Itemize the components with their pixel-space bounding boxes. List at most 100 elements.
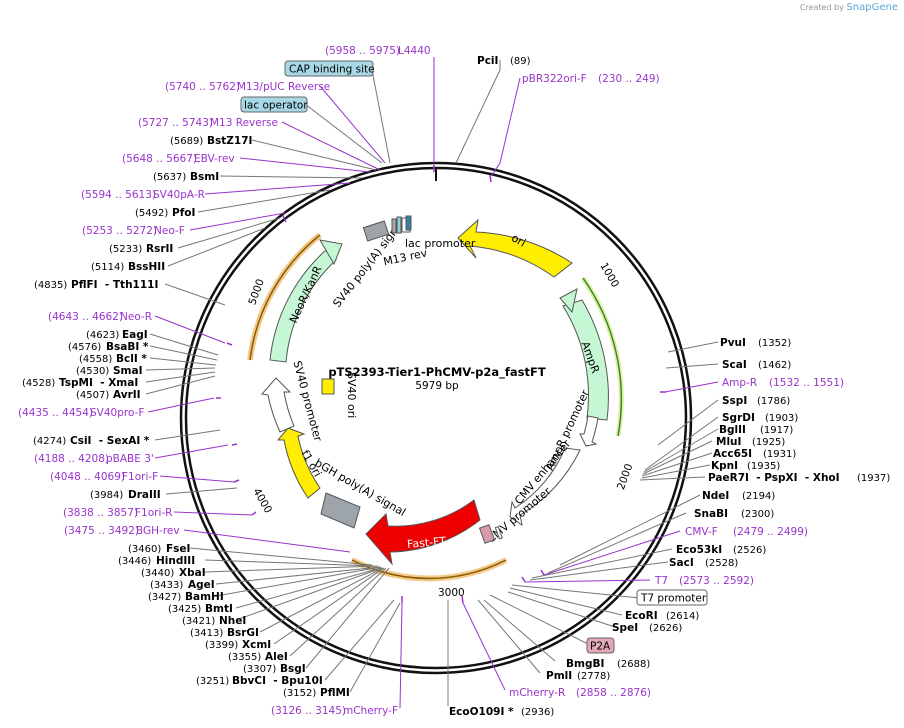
primer-pos: (4048 .. 4069): [50, 471, 125, 483]
enzyme-name: AleI: [265, 651, 288, 663]
enzyme-pos: (2626): [649, 623, 682, 634]
fastft-label: Fast-FT: [407, 535, 447, 551]
primer-name: T7: [654, 575, 668, 587]
tick-2000: 2000: [615, 462, 635, 491]
primer-pos: (2479 .. 2499): [733, 526, 808, 538]
enzyme-pos: (3460): [128, 544, 161, 555]
enzyme-pos: (4623): [86, 330, 119, 341]
enzyme-name: CsiI - SexAI *: [70, 435, 150, 447]
enzyme-pos: (2778): [577, 671, 610, 682]
enzyme-pos: (1937): [857, 473, 890, 484]
enzyme-labels-left: (3152) PflMI (3251) BbvCI - Bpu10I (3307…: [22, 135, 350, 699]
enzyme-name: PciI: [477, 55, 498, 67]
enzyme-name: PfoI: [172, 207, 195, 219]
enzyme-name: AvrII: [113, 389, 141, 401]
m13-mark: [391, 218, 397, 234]
neor-primer-line: [249, 234, 321, 361]
enzyme-pos: (3251): [196, 676, 229, 687]
cap-binding-label: CAP binding site: [289, 64, 375, 76]
enzyme-name: SspI: [722, 395, 747, 407]
enzyme-pos: (3413): [190, 628, 223, 639]
cap-mark: [405, 215, 412, 231]
enzyme-pos: (3355): [228, 652, 261, 663]
enzyme-pos: (4274): [33, 436, 66, 447]
enzyme-name: BbvCI - Bpu10I: [232, 675, 323, 687]
tick-4000: 4000: [250, 486, 274, 515]
enzyme-pos: (2614): [666, 611, 699, 622]
enzyme-name: NdeI: [702, 490, 729, 502]
enzyme-pos: (1903): [765, 413, 798, 424]
primer-name: SV40pro-F: [90, 407, 144, 419]
cmv-enhancer-arrow: [509, 447, 581, 527]
p2a-mark: [478, 524, 496, 544]
tick-1000: 1000: [597, 261, 621, 290]
ori-arrow: [457, 218, 573, 278]
enzyme-name: BmgBI: [566, 658, 604, 670]
enzyme-pos: (3425): [168, 604, 201, 615]
primer-pos: (5740 .. 5762): [165, 81, 240, 93]
primer-pos: (3126 .. 3145): [271, 705, 346, 717]
primer-name: mCherry-F: [343, 705, 398, 717]
enzyme-pos: (4835): [34, 280, 67, 291]
enzyme-pos: (2194): [742, 491, 775, 502]
enzyme-name: PflFI - Tth111I: [71, 279, 158, 291]
primer-pos: (230 .. 249): [598, 73, 660, 85]
primer-pos: (1532 .. 1551): [769, 377, 844, 389]
sv40-ori-box: [321, 378, 335, 395]
p2a-label: P2A: [590, 641, 611, 653]
enzyme-name: BclI *: [116, 353, 147, 365]
enzyme-name: BmtI: [205, 603, 233, 615]
enzyme-name: ScaI: [722, 359, 747, 371]
t7-promoter-label: T7 promoter: [640, 593, 707, 605]
boxed-labels: CAP binding site lac operator T7 promote…: [240, 60, 708, 654]
p2a-box: [586, 637, 615, 654]
primer-pos: (2858 .. 2876): [576, 687, 651, 699]
t7-promoter-box: [636, 589, 708, 606]
credit-brand: SnapGene: [846, 2, 898, 13]
primer-pos: (5253 .. 5272): [82, 225, 157, 237]
f1ori-arrow: [276, 427, 321, 499]
primer-pos: (4188 .. 4208): [34, 453, 109, 465]
primer-name: Neo-R: [120, 311, 152, 323]
enzyme-name: NheI: [219, 615, 246, 627]
enzyme-name: Eco53kI: [676, 544, 722, 556]
enzyme-pos: (3427): [148, 592, 181, 603]
enzyme-pos: (2528): [705, 558, 738, 569]
enzyme-name: SnaBI: [694, 508, 728, 520]
ori-label: ori: [509, 231, 528, 249]
enzyme-pos: (5114): [91, 262, 124, 273]
enzyme-name: HindIII: [156, 555, 195, 567]
primer-name: M13 Reverse: [210, 117, 278, 129]
cap-binding-box: [284, 60, 374, 77]
enzyme-name: BglII: [719, 424, 746, 436]
primer-name: EBV-rev: [194, 153, 235, 165]
enzyme-name: PflMI: [320, 687, 350, 699]
primer-name: CMV-F: [685, 526, 718, 538]
tick-3000: 3000: [438, 587, 465, 599]
enzyme-name: EagI: [122, 329, 148, 341]
enzyme-name: SacI: [669, 557, 694, 569]
enzyme-name: SpeI: [612, 622, 638, 634]
enzyme-pos: (1935): [747, 461, 780, 472]
enzyme-name: Acc65I: [713, 448, 752, 460]
enzyme-pos: (5492): [135, 208, 168, 219]
ampr-promoter-arrow: [579, 415, 599, 447]
enzyme-pos: (5233): [109, 244, 142, 255]
credit-prefix: Created by: [799, 3, 844, 12]
enzyme-pos: (3440): [141, 568, 174, 579]
lac-operator-mark: [396, 216, 402, 234]
bgh-polya-box: [320, 492, 361, 529]
enzyme-pos: (4530): [76, 366, 109, 377]
primer-name: Neo-F: [154, 225, 185, 237]
enzyme-pos: (3433): [150, 580, 183, 591]
enzyme-pos: (1786): [757, 396, 790, 407]
enzyme-name: RsrII: [146, 243, 173, 255]
primer-name: SV40pA-R: [153, 189, 205, 201]
enzyme-pos: (3152): [283, 688, 316, 699]
primer-labels: (5958 .. 5975) L4440 pBR322ori-F (230 ..…: [18, 45, 844, 717]
enzyme-pos: (2936): [521, 707, 554, 718]
enzyme-pos: (4528): [22, 378, 55, 389]
enzyme-name: KpnI: [711, 460, 738, 472]
leaders: [145, 57, 719, 709]
enzyme-name: BsmI: [190, 171, 219, 183]
